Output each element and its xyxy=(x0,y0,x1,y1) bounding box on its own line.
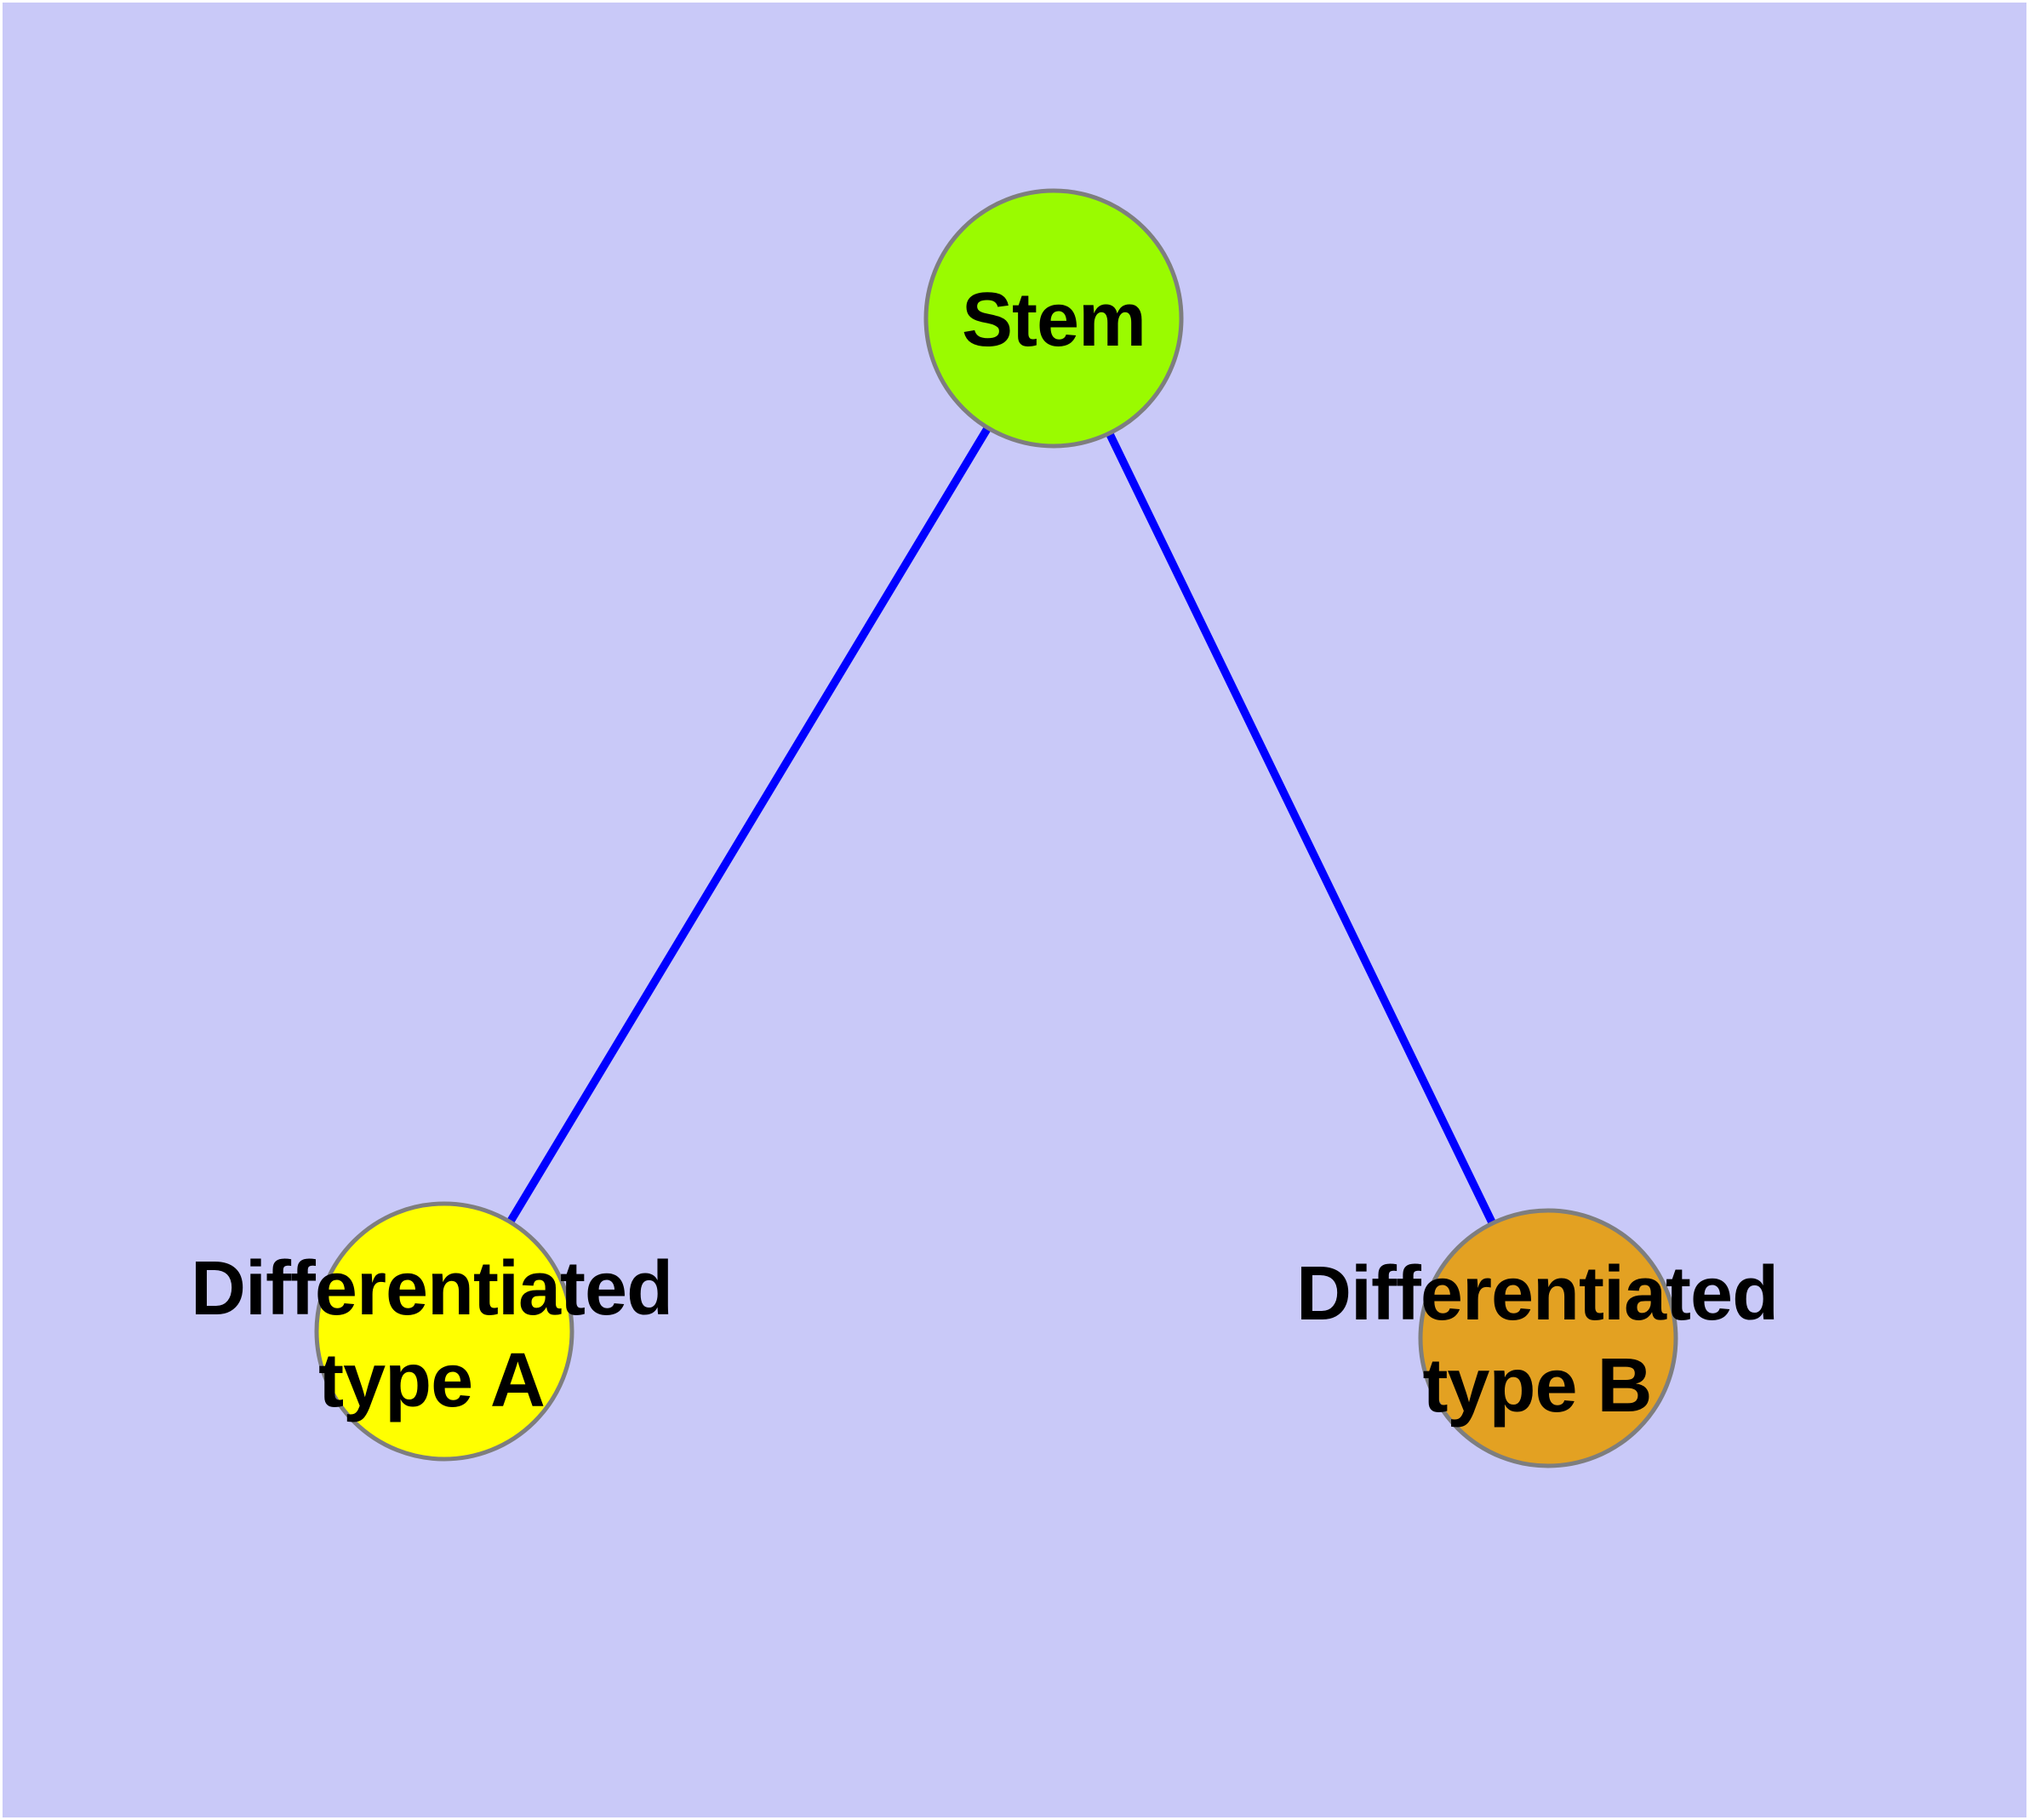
edge-stem-to-type-b xyxy=(1049,316,1552,1341)
node-differentiated-type-b xyxy=(1418,1208,1678,1468)
edge-stem-to-type-a xyxy=(440,316,1058,1334)
node-stem xyxy=(923,188,1184,449)
node-differentiated-type-a xyxy=(314,1201,574,1462)
